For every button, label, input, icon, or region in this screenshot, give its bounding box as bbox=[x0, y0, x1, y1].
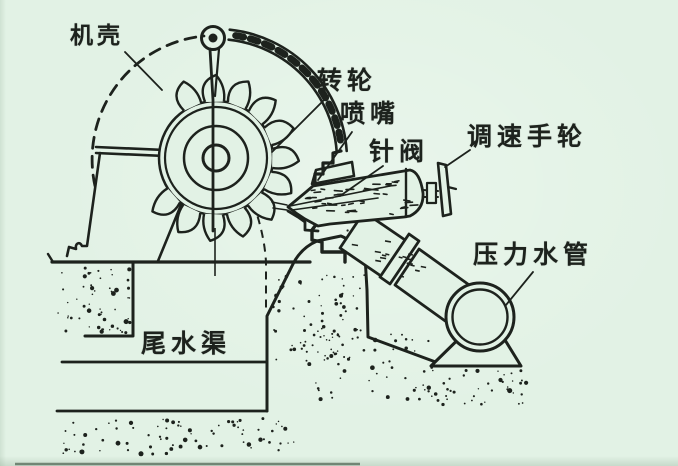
leader-needle-valve bbox=[339, 165, 384, 197]
nozzle-water-dashes bbox=[304, 180, 419, 216]
runner-rim-inner bbox=[163, 105, 269, 211]
handwheel-nut bbox=[425, 181, 438, 205]
casing-outlet-zigzag bbox=[313, 149, 343, 187]
label-tailrace: 尾水渠 bbox=[141, 329, 232, 358]
leader-nozzle bbox=[317, 131, 353, 181]
leader-runner bbox=[271, 95, 329, 153]
runner-buckets bbox=[151, 73, 301, 242]
nozzle-support-bracket bbox=[310, 220, 347, 264]
lifting-eye-dot bbox=[208, 33, 218, 43]
casing-flange-band-mid bbox=[232, 32, 345, 146]
penstock-cross-section-outer bbox=[444, 281, 516, 353]
runner-bucket bbox=[271, 145, 301, 170]
leader-casing bbox=[124, 51, 163, 91]
label-speed-handwheel: 调速手轮 bbox=[467, 122, 588, 151]
casing-front-edge-2 bbox=[213, 47, 221, 98]
casing-flange-band-inner bbox=[227, 38, 338, 153]
runner-bucket bbox=[226, 80, 252, 110]
foundation-left-block bbox=[83, 261, 135, 338]
penstock-pipe bbox=[338, 210, 523, 368]
penstock-cross-section-inner bbox=[451, 288, 509, 346]
label-pressure-pipe: 压力水管 bbox=[473, 240, 594, 269]
leader-pressure-pipe bbox=[505, 271, 534, 306]
handwheel-axle-stub bbox=[446, 185, 458, 191]
label-runner: 转轮 bbox=[317, 66, 378, 95]
runner-bucket bbox=[151, 187, 182, 216]
runner-bucket bbox=[246, 191, 276, 221]
runner-wheel bbox=[151, 73, 301, 242]
label-needle-valve: 针阀 bbox=[369, 137, 430, 166]
runner-bucket bbox=[175, 80, 203, 112]
casing-front-edge bbox=[208, 47, 215, 233]
leader-lines bbox=[124, 51, 534, 306]
runner-shaft-center bbox=[201, 143, 231, 173]
pedestal-left-edge bbox=[65, 151, 102, 258]
leader-speed-handwheel bbox=[444, 149, 471, 168]
jet-lines bbox=[271, 201, 288, 211]
pipe-water-dashes bbox=[351, 240, 427, 278]
floor-left-tick bbox=[46, 252, 55, 264]
runner-bucket bbox=[176, 204, 202, 234]
casing-flange-band-outer bbox=[228, 28, 348, 153]
runner-bucket bbox=[225, 206, 253, 238]
runner-bucket bbox=[247, 96, 277, 126]
casing-dashed-arc bbox=[90, 34, 206, 188]
nozzle-lower-lip bbox=[286, 209, 320, 233]
pipe-flange-collar bbox=[378, 232, 421, 286]
lifting-eye-ring bbox=[200, 25, 226, 51]
handwheel-rim bbox=[436, 161, 453, 218]
runner-bucket bbox=[263, 170, 293, 196]
stipple-texture bbox=[57, 228, 529, 457]
casing bbox=[90, 25, 348, 233]
jet-dashed-path bbox=[247, 189, 267, 308]
label-casing: 机壳 bbox=[70, 23, 124, 49]
label-nozzle: 喷嘴 bbox=[340, 99, 401, 128]
nozzle-assembly bbox=[271, 149, 458, 264]
runner-bucket bbox=[263, 119, 295, 147]
